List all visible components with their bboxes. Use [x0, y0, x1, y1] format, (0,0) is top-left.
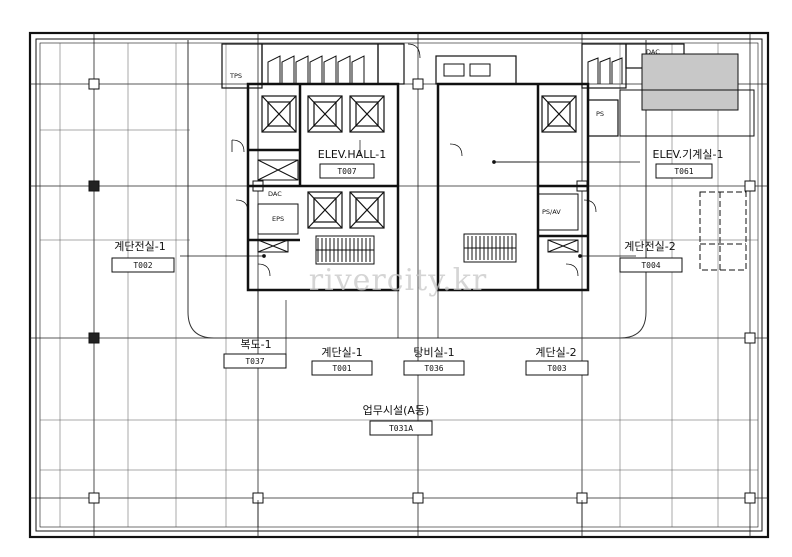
dashed-outline: [699, 191, 747, 271]
outer-walls: [28, 31, 770, 539]
dac-label-top: DAC: [646, 48, 660, 56]
svg-text:계단실-1: 계단실-1: [321, 346, 362, 359]
ps-label: PS: [596, 110, 604, 118]
svg-text:계단전실-1: 계단전실-1: [114, 240, 165, 253]
elevator-shafts: [261, 95, 577, 229]
room-tag-stair-lobby-1: 계단전실-1 T002: [111, 240, 175, 273]
psav-label: PS/AV: [542, 208, 561, 216]
svg-text:T037: T037: [245, 357, 264, 366]
top-service-blocks: [221, 43, 685, 137]
door-swings: [231, 43, 597, 277]
tps-label: TPS: [229, 72, 242, 80]
core-walls: [246, 82, 590, 292]
svg-text:T036: T036: [424, 364, 443, 373]
mullion-lines: [40, 43, 758, 527]
svg-text:T031A: T031A: [389, 424, 413, 433]
svg-text:T001: T001: [332, 364, 351, 373]
shaft-rooms: [257, 159, 579, 253]
dac-label-core: DAC: [268, 190, 282, 198]
watermark: rivercity.kr: [309, 263, 487, 298]
stairs: [315, 233, 517, 265]
svg-text:T007: T007: [337, 167, 356, 176]
svg-text:ELEV.HALL-1: ELEV.HALL-1: [318, 148, 386, 161]
room-tag-corridor-1: 복도-1 T037: [223, 338, 287, 369]
svg-text:탕비실-1: 탕비실-1: [413, 346, 454, 359]
toilet-fixtures: [267, 55, 623, 84]
room-tag-office-a: 업무시설(A동) T031A: [363, 404, 433, 436]
room-tag-pantry-1: 탕비실-1 T036: [403, 346, 465, 376]
svg-text:복도-1: 복도-1: [240, 338, 271, 351]
elev-machine-room: [619, 53, 755, 137]
eps-label: EPS: [272, 215, 284, 223]
svg-text:계단전실-2: 계단전실-2: [624, 240, 675, 253]
svg-text:T061: T061: [674, 167, 693, 176]
svg-text:T003: T003: [547, 364, 566, 373]
svg-text:ELEV.기계실-1: ELEV.기계실-1: [653, 148, 724, 161]
core-boundary: [187, 40, 647, 339]
interior-lines: [257, 161, 583, 527]
room-tag-elev-hall: ELEV.HALL-1 T007: [318, 148, 386, 179]
room-tag-stair-lobby-2: 계단전실-2 T004: [619, 240, 683, 273]
room-tag-stair-1: 계단실-1 T001: [311, 346, 373, 376]
room-tag-stair-2: 계단실-2 T003: [525, 346, 589, 376]
svg-text:T002: T002: [133, 261, 152, 270]
columns: [88, 78, 756, 504]
leader-lines: [180, 140, 640, 258]
room-tag-elev-machine: ELEV.기계실-1 T061: [653, 148, 724, 179]
svg-text:T004: T004: [641, 261, 660, 270]
svg-text:계단실-2: 계단실-2: [535, 346, 576, 359]
svg-text:업무시설(A동): 업무시설(A동): [363, 404, 430, 417]
